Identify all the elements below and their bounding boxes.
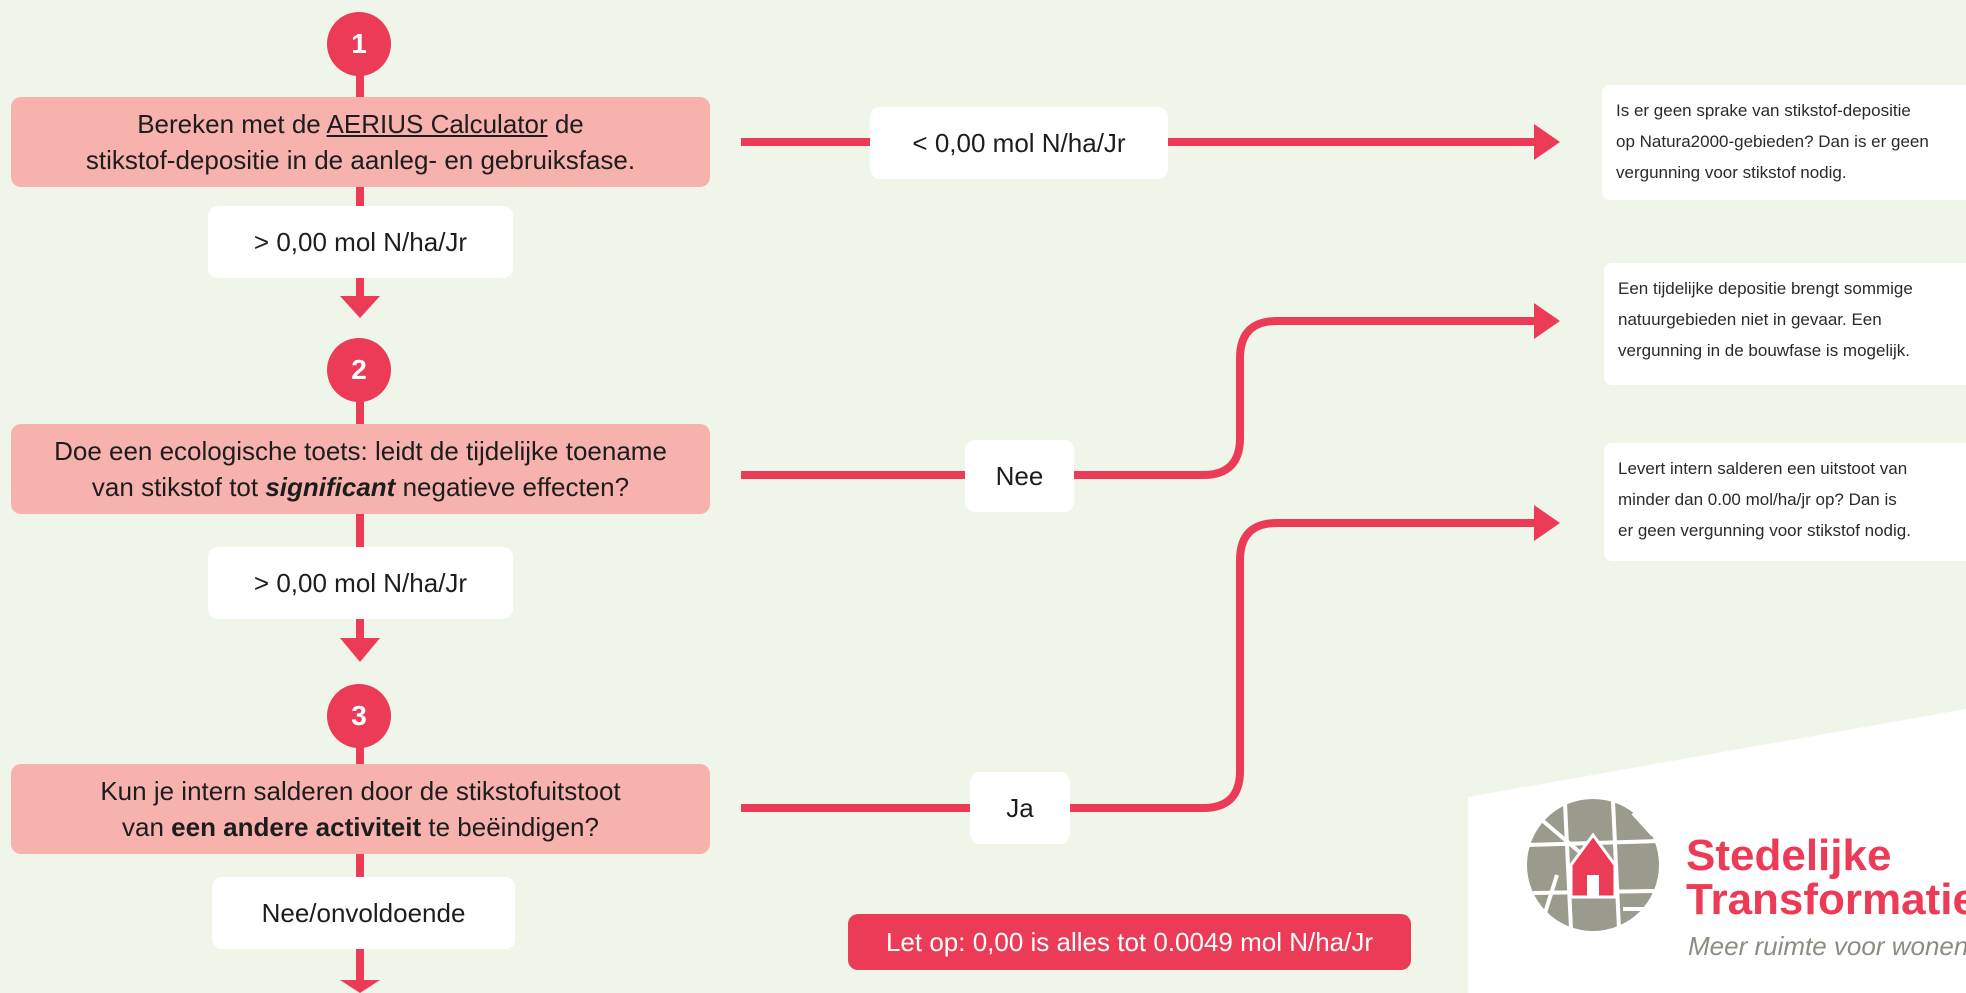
- step-3-line-2: van een andere activiteit te beëindigen?: [122, 812, 599, 842]
- arrow-down-2: [340, 638, 380, 662]
- branch-label-3: Ja: [970, 772, 1070, 844]
- outcome-note-1: Is er geen sprake van stikstof-depositie…: [1602, 85, 1966, 200]
- step-3-box: Kun je intern salderen door de stikstofu…: [11, 764, 710, 854]
- step-2-line-2: van stikstof tot significant negatieve e…: [91, 472, 630, 502]
- brand-name: Stedelijke Transformatie: [1686, 831, 1966, 924]
- arrow-right-1: [1534, 124, 1560, 160]
- brand-tagline: Meer ruimte voor wonen: [1688, 931, 1966, 961]
- arrow-right-2: [1534, 303, 1560, 339]
- step-3-result-label: Nee/onvoldoende: [212, 877, 515, 949]
- arrow-down-3: [340, 980, 380, 993]
- branch-label-1: < 0,00 mol N/ha/Jr: [870, 107, 1168, 179]
- branch-label-2: Nee: [965, 440, 1074, 512]
- step-2-line-1: Doe een ecologische toets: leidt de tijd…: [54, 436, 667, 466]
- step-1-result-label: > 0,00 mol N/ha/Jr: [208, 206, 513, 278]
- step-2-box: Doe een ecologische toets: leidt de tijd…: [11, 424, 710, 514]
- arrow-down-1: [340, 296, 380, 318]
- step-1-line-1: Bereken met de AERIUS Calculator de: [137, 109, 584, 139]
- aerius-calculator-link[interactable]: AERIUS Calculator: [326, 109, 548, 139]
- warning-notice: Let op: 0,00 is alles tot 0.0049 mol N/h…: [848, 914, 1411, 970]
- step-3-number-badge: 3: [327, 684, 391, 748]
- step-1-line-2: stikstof-depositie in de aanleg- en gebr…: [85, 145, 636, 175]
- step-3-line-1: Kun je intern salderen door de stikstofu…: [100, 776, 621, 806]
- step-1-number-badge: 1: [327, 12, 391, 76]
- outcome-note-3: Levert intern salderen een uitstoot van …: [1604, 443, 1966, 561]
- step-2-number-badge: 2: [327, 338, 391, 402]
- step-1-box: Bereken met de AERIUS Calculator de stik…: [11, 97, 710, 187]
- outcome-note-2: Een tijdelijke depositie brengt sommige …: [1604, 263, 1966, 385]
- arrow-right-3: [1534, 505, 1560, 541]
- step-2-result-label: > 0,00 mol N/ha/Jr: [208, 547, 513, 619]
